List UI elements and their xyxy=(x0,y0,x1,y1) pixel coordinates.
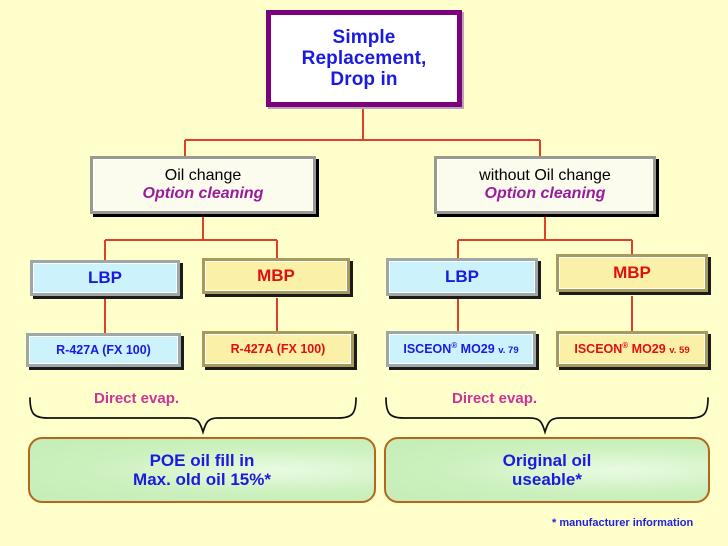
evap-label-right: Direct evap. xyxy=(452,390,538,407)
result-line-1: POE oil fill in xyxy=(149,450,255,470)
refrigerant-label: R-427A (FX 100) xyxy=(56,343,151,357)
result-line-2: Max. old oil 15%* xyxy=(133,470,271,489)
result-line-1: Original oil xyxy=(502,450,592,470)
refrigerant-box-lbp-left: R-427A (FX 100) xyxy=(26,333,181,367)
branch-header-line-2: Option cleaning xyxy=(484,185,606,202)
result-box-original-oil: Original oil useable* xyxy=(384,437,710,503)
refrigerant-brand: ISCEON xyxy=(574,341,623,356)
refrigerant-box-mbp-left: R-427A (FX 100) xyxy=(202,331,354,367)
pressure-box-lbp-right: LBP xyxy=(386,258,538,296)
result-box-poe-oil: POE oil fill in Max. old oil 15%* xyxy=(28,437,376,503)
refrigerant-label: R-427A (FX 100) xyxy=(230,342,326,356)
pressure-label: MBP xyxy=(613,263,651,283)
branch-header-line-1: without Oil change xyxy=(479,167,611,185)
pressure-label: MBP xyxy=(257,266,295,286)
refrigerant-version: v. 79 xyxy=(498,344,519,356)
branch-header-oil-change: Oil change Option cleaning xyxy=(90,156,316,214)
registered-mark: ® xyxy=(451,340,458,350)
refrigerant-label: ISCEON® MO29 v. 79 xyxy=(403,340,519,357)
pressure-label: LBP xyxy=(445,267,479,287)
refrigerant-box-lbp-right: ISCEON® MO29 v. 79 xyxy=(386,331,536,367)
title-line-2: Replacement, xyxy=(301,47,427,69)
title-line-1: Simple xyxy=(332,26,396,48)
result-line-2: useable* xyxy=(512,470,582,489)
refrigerant-brand: ISCEON xyxy=(403,341,452,356)
pressure-box-lbp-left: LBP xyxy=(30,260,180,296)
pressure-box-mbp-right: MBP xyxy=(556,254,708,292)
pressure-label: LBP xyxy=(88,268,122,288)
branch-header-line-1: Oil change xyxy=(164,167,242,185)
title-box: Simple Replacement, Drop in xyxy=(266,10,462,107)
refrigerant-version: v. 59 xyxy=(669,344,690,356)
refrigerant-label: ISCEON® MO29 v. 59 xyxy=(574,340,690,357)
title-line-3: Drop in xyxy=(330,69,398,91)
refrigerant-box-mbp-right: ISCEON® MO29 v. 59 xyxy=(556,331,708,367)
evap-label-left: Direct evap. xyxy=(94,390,180,407)
pressure-box-mbp-left: MBP xyxy=(202,258,350,294)
registered-mark: ® xyxy=(622,340,629,350)
branch-header-without-oil-change: without Oil change Option cleaning xyxy=(434,156,656,214)
footnote: * manufacturer information xyxy=(552,517,694,529)
refrigerant-model: MO29 xyxy=(628,341,670,356)
branch-header-line-2: Option cleaning xyxy=(142,185,264,202)
refrigerant-model: MO29 xyxy=(457,341,499,356)
